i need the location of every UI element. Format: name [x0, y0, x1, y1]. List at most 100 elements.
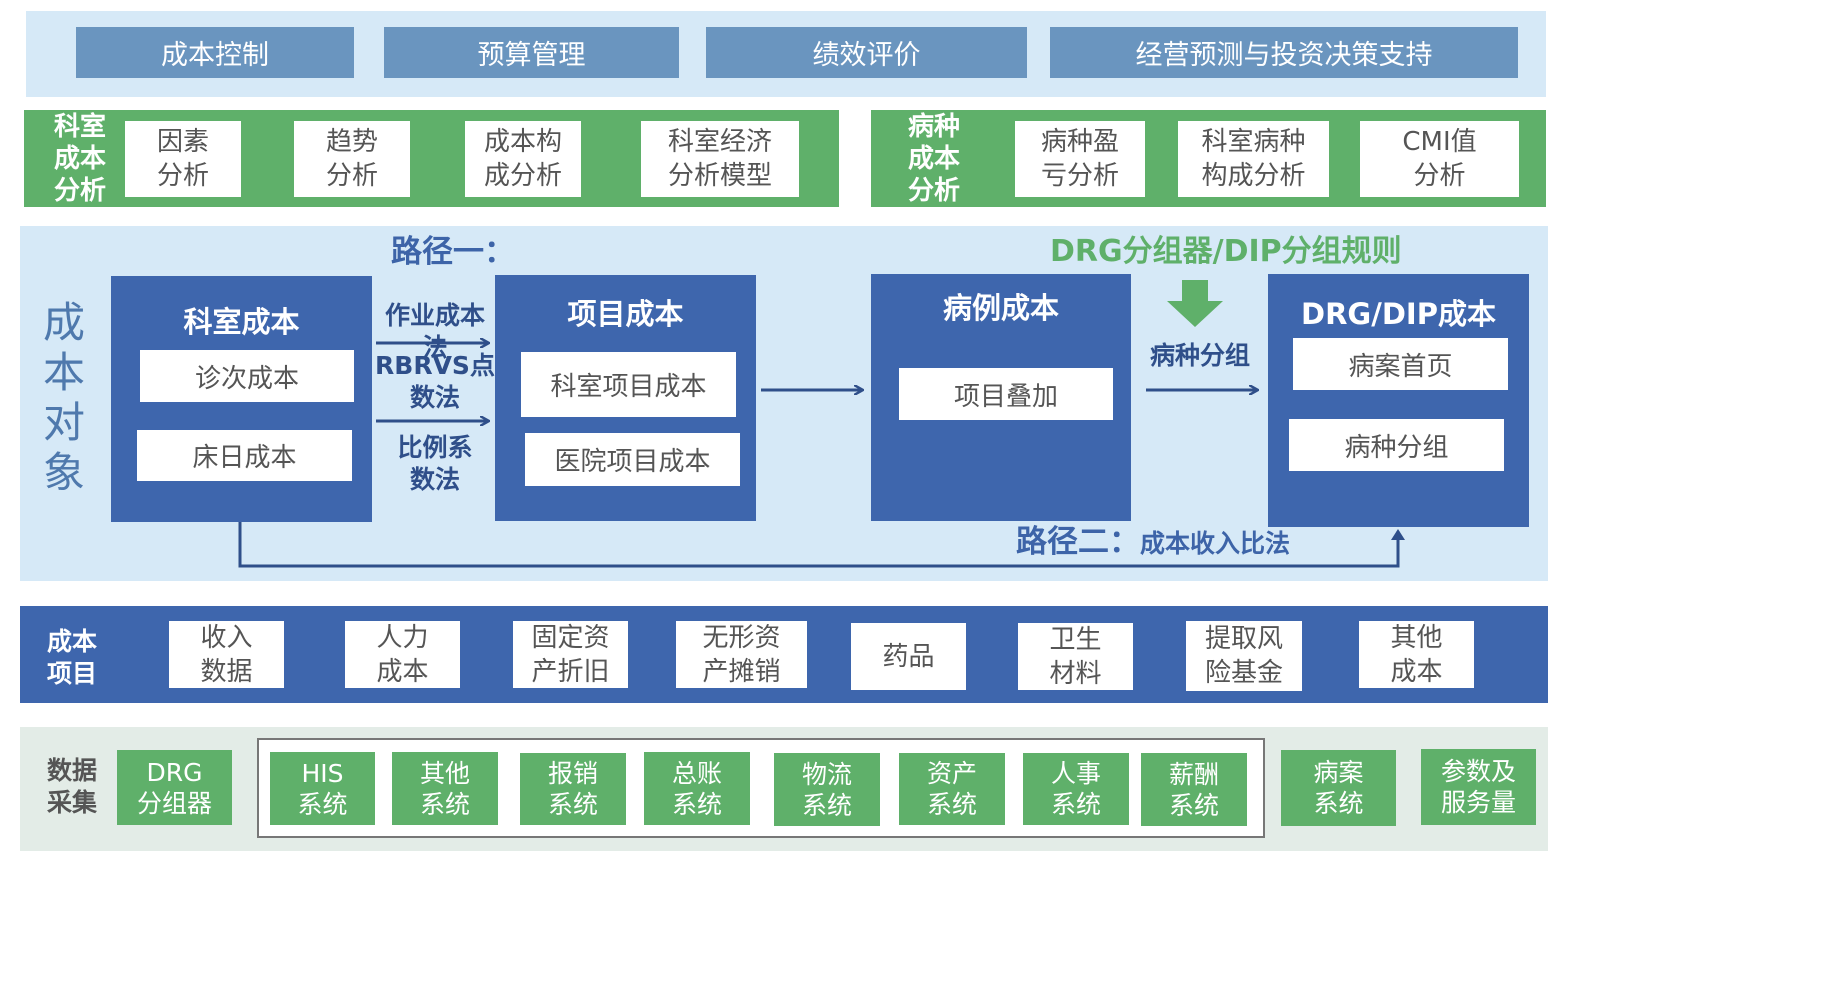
- grouping-rule-label: DRG分组器/DIP分组规则: [1050, 234, 1402, 269]
- dept-project-cost-box: 科室项目成本: [521, 352, 736, 417]
- cost-structure-analysis: 成本构 成分析: [465, 121, 581, 197]
- text-line: 服务量: [1440, 788, 1516, 817]
- text-line: 成本: [1390, 656, 1443, 687]
- text-line: 系统: [671, 789, 722, 819]
- label-line: 分析: [53, 176, 106, 206]
- text-line: 亏分析: [1040, 161, 1119, 191]
- other-cost-box: 其他 成本: [1359, 621, 1474, 688]
- fixed-asset-depreciation-box: 固定资 产折旧: [513, 621, 628, 688]
- visit-cost-box: 诊次成本: [140, 350, 354, 402]
- text-line: 报销: [547, 759, 598, 788]
- text-line: 比例系: [397, 433, 473, 462]
- text-line: 数据: [200, 656, 253, 687]
- text-line: 系统: [419, 789, 470, 819]
- drg-dip-cost-title: DRG/DIP成本: [1301, 297, 1496, 331]
- text-line: 分析: [156, 161, 209, 191]
- cost-object-label: 成 本 对 象: [36, 298, 92, 497]
- text-line: 成本构: [483, 127, 562, 157]
- text-line: 系统: [801, 790, 852, 820]
- text-line: 人力: [376, 622, 429, 653]
- activity-cost-method: 作业成本法: [384, 301, 485, 362]
- text-line: CMI值: [1402, 127, 1477, 157]
- drg-grouper-box: DRG 分组器: [117, 750, 232, 825]
- text-line: 构成分析: [1201, 161, 1306, 191]
- text-line: 系统: [297, 789, 348, 819]
- label-line: 项目: [46, 659, 97, 688]
- text-line: 其他: [419, 758, 470, 788]
- hospital-project-cost-box: 医院项目成本: [525, 433, 740, 486]
- label-char: 本: [42, 348, 85, 397]
- disease-profit-analysis: 病种盈 亏分析: [1015, 121, 1145, 197]
- top-cost-control: 成本控制: [76, 27, 354, 78]
- text-line: 分析: [325, 161, 378, 191]
- text-line: 系统: [926, 790, 977, 819]
- label-line: 分析: [907, 176, 960, 206]
- label-char: 象: [42, 448, 85, 497]
- text-line: 资产: [926, 759, 977, 788]
- text-line: RBRVS点: [375, 351, 495, 380]
- intangible-amortization-box: 无形资 产摊销: [676, 621, 807, 688]
- text-line: 成分析: [483, 161, 562, 191]
- text-line: 其他: [1390, 622, 1443, 653]
- text-line: 病案: [1313, 758, 1364, 787]
- text-line: HIS: [301, 758, 344, 788]
- data-collection-label: 数据 采集: [40, 755, 104, 819]
- text-line: 无形资: [702, 622, 781, 653]
- text-line: 系统: [547, 790, 598, 819]
- text-line: 科室经济: [667, 127, 772, 157]
- dept-cost-title: 科室成本: [183, 305, 300, 339]
- factor-analysis: 因素 分析: [125, 121, 241, 197]
- text-line: 产折旧: [531, 656, 610, 687]
- bed-day-cost-box: 床日成本: [137, 430, 352, 481]
- labor-cost-box: 人力 成本: [345, 621, 460, 688]
- text-line: 科室病种: [1201, 127, 1306, 157]
- other-system-box: 其他 系统: [392, 752, 498, 825]
- general-ledger-system-box: 总账 系统: [644, 752, 750, 825]
- text-line: 薪酬: [1168, 759, 1219, 789]
- label-line: 数据: [46, 756, 97, 785]
- his-system-box: HIS 系统: [270, 752, 375, 825]
- item-sum-box: 项目叠加: [899, 368, 1113, 420]
- path-one-label: 路径一：: [391, 234, 515, 270]
- text-line: DRG: [146, 757, 203, 787]
- text-line: 因素: [156, 127, 209, 157]
- disease-analysis-label: 病种 成本 分析: [898, 112, 970, 206]
- text-line: 药品: [882, 641, 935, 672]
- risk-fund-box: 提取风 险基金: [1186, 621, 1302, 691]
- reimbursement-system-box: 报销 系统: [520, 753, 626, 825]
- trend-analysis: 趋势 分析: [294, 121, 410, 197]
- dept-disease-structure: 科室病种 构成分析: [1178, 121, 1329, 197]
- dept-analysis-label: 科室 成本 分析: [44, 112, 116, 206]
- label-line: 科室: [53, 112, 106, 142]
- drg-dip-cost-panel: [1268, 274, 1529, 527]
- label-line: 成本: [46, 627, 97, 656]
- text-line: 材料: [1049, 658, 1102, 689]
- text-line: 总账: [671, 758, 722, 788]
- medical-record-system-box: 病案 系统: [1281, 750, 1396, 826]
- logistics-system-box: 物流 系统: [774, 753, 880, 826]
- text-line: 系统: [1313, 789, 1364, 818]
- text-line: 人事: [1050, 759, 1101, 788]
- path-two-method: 成本收入比法: [1140, 529, 1291, 558]
- label-line: 成本: [53, 144, 106, 174]
- text-line: 病种盈: [1040, 127, 1119, 157]
- top-performance: 绩效评价: [706, 27, 1027, 78]
- rbrvs-method: RBRVS点 数法: [374, 350, 496, 414]
- text-line: 数法: [409, 383, 460, 412]
- top-forecast: 经营预测与投资决策支持: [1050, 27, 1518, 78]
- disease-grouping-box: 病种分组: [1289, 419, 1504, 471]
- hr-system-box: 人事 系统: [1023, 753, 1129, 825]
- label-line: 成本: [907, 144, 960, 174]
- text-line: 险基金: [1204, 658, 1283, 688]
- label-line: 采集: [46, 788, 97, 817]
- cost-items-label: 成本 项目: [40, 626, 104, 690]
- case-cost-title: 病例成本: [942, 291, 1059, 325]
- text-line: 趋势: [325, 127, 378, 157]
- text-line: 系统: [1050, 790, 1101, 819]
- text-line: 固定资: [531, 622, 610, 653]
- text-line: 物流: [801, 759, 852, 789]
- text-line: 参数及: [1440, 757, 1516, 786]
- case-front-page-box: 病案首页: [1293, 338, 1508, 390]
- disease-grouping-label: 病种分组: [1149, 341, 1250, 370]
- label-char: 成: [42, 298, 85, 347]
